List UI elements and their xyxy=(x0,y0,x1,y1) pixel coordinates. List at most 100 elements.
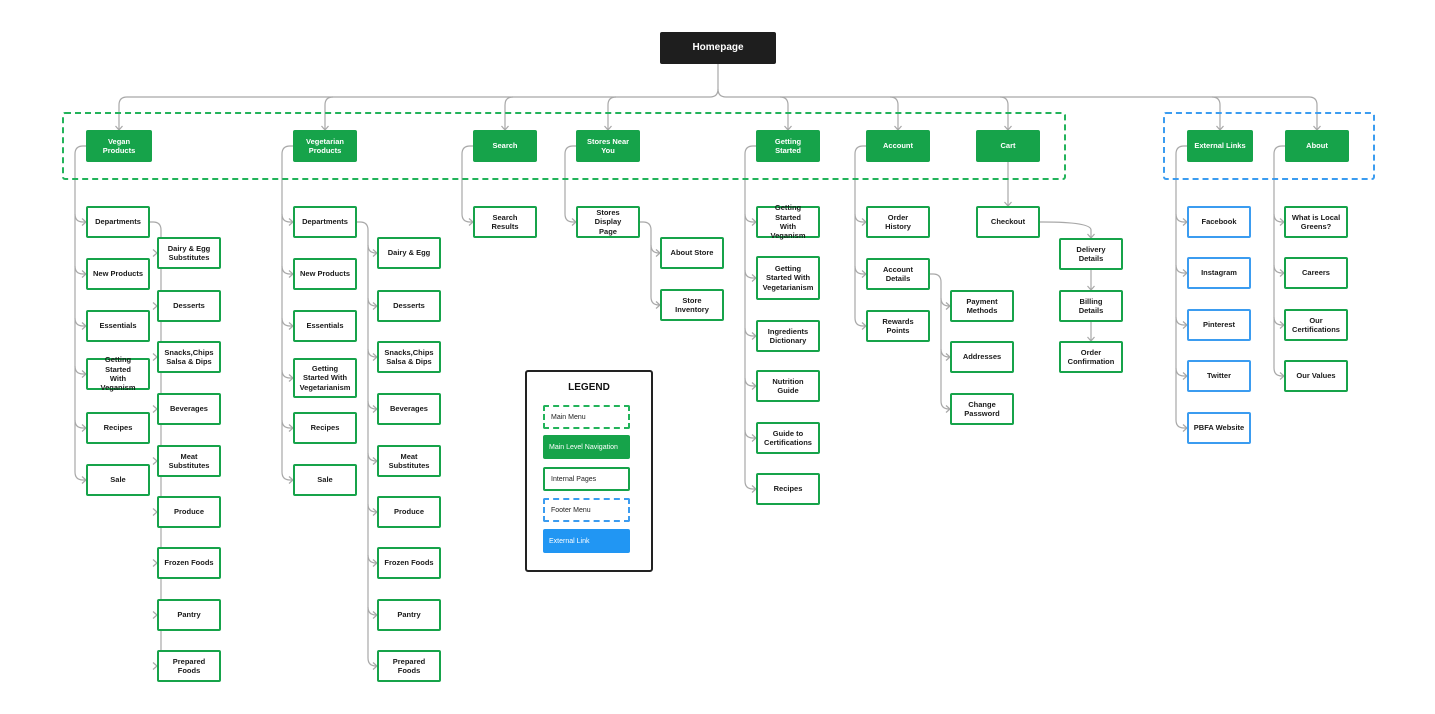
dept-snacks-chips-salsa-dips: Snacks,Chips Salsa & Dips xyxy=(157,341,221,373)
external-link-twitter: Twitter xyxy=(1187,360,1251,392)
connector-line xyxy=(367,554,377,564)
connector-line xyxy=(367,452,377,462)
dept-produce: Produce xyxy=(377,496,441,528)
connector-line xyxy=(357,221,369,658)
dept-pantry: Pantry xyxy=(377,599,441,631)
connector-line xyxy=(607,96,617,130)
connector-line xyxy=(854,145,866,318)
page-getting-started-with-veganism: Getting Started With Veganism xyxy=(86,355,150,392)
connector-line xyxy=(779,96,789,130)
dept-meat-substitutes: Meat Substitutes xyxy=(377,445,441,477)
connector-line xyxy=(744,213,756,223)
page-our-values: Our Values xyxy=(1284,360,1348,392)
connector-line xyxy=(744,145,756,481)
connector-line xyxy=(1040,221,1092,238)
page-stores-display: Stores Display Page xyxy=(576,206,640,238)
legend-item-main-navigation: Main Level Navigation xyxy=(543,435,630,459)
external-link-facebook: Facebook xyxy=(1187,206,1251,238)
legend-title: LEGEND xyxy=(568,382,610,393)
legend-item-footer-menu: Footer Menu xyxy=(543,498,630,522)
connector-line xyxy=(281,369,293,379)
connector-line xyxy=(150,221,162,658)
connector-line xyxy=(1273,367,1284,377)
page-change-password: Change Password xyxy=(950,393,1014,425)
page-recipes: Recipes xyxy=(756,473,820,505)
connector-line xyxy=(118,96,128,130)
dept-frozen-foods: Frozen Foods xyxy=(157,547,221,579)
page-getting-started-with-veganism: Getting Started With Veganism xyxy=(756,203,820,240)
dept-produce: Produce xyxy=(157,496,221,528)
dept-desserts: Desserts xyxy=(157,290,221,322)
page-our-certifications: Our Certifications xyxy=(1284,309,1348,341)
connector-line xyxy=(367,657,377,667)
dept-dairy-egg: Dairy & Egg xyxy=(377,237,441,269)
dept-desserts: Desserts xyxy=(377,290,441,322)
external-link-pbfa-website: PBFA Website xyxy=(1187,412,1251,444)
connector-line xyxy=(744,480,756,490)
dept-prepared-foods: Prepared Foods xyxy=(157,650,221,682)
dept-beverages: Beverages xyxy=(157,393,221,425)
page-new-products: New Products xyxy=(86,258,150,290)
connector-line xyxy=(367,606,377,616)
main-nav-search: Search xyxy=(473,130,537,162)
connector-line xyxy=(1273,213,1284,223)
page-essentials: Essentials xyxy=(293,310,357,342)
connector-line xyxy=(324,96,334,130)
connector-line xyxy=(1273,316,1284,326)
page-nutrition-guide: Nutrition Guide xyxy=(756,370,820,402)
connector-line xyxy=(940,400,950,410)
connector-line xyxy=(1175,419,1187,429)
connector-line xyxy=(854,265,866,275)
external-link-instagram: Instagram xyxy=(1187,257,1251,289)
connector-line xyxy=(74,419,86,429)
connector-line xyxy=(930,273,942,401)
connector-line xyxy=(367,297,377,307)
main-nav-about: About xyxy=(1285,130,1349,162)
page-sale: Sale xyxy=(293,464,357,496)
page-guide-to-certifications: Guide to Certifications xyxy=(756,422,820,454)
connector-line xyxy=(281,471,293,481)
page-careers: Careers xyxy=(1284,257,1348,289)
connector-line xyxy=(74,365,86,375)
main-nav-external-links: External Links xyxy=(1187,130,1253,162)
connector-line xyxy=(1175,264,1187,274)
connector-line xyxy=(889,96,899,130)
page-sale: Sale xyxy=(86,464,150,496)
main-nav-stores-near-you: Stores Near You xyxy=(576,130,640,162)
connector-line xyxy=(74,265,86,275)
connector-line xyxy=(281,145,293,472)
dept-pantry: Pantry xyxy=(157,599,221,631)
connector-line xyxy=(744,269,756,279)
connector-line xyxy=(650,296,660,306)
main-nav-vegan-products: Vegan Products xyxy=(86,130,152,162)
connector-line xyxy=(367,503,377,513)
connector-line xyxy=(940,297,950,307)
page-delivery-details: Delivery Details xyxy=(1059,238,1123,270)
page-new-products: New Products xyxy=(293,258,357,290)
connector-line xyxy=(999,96,1009,130)
connector-line xyxy=(1175,367,1187,377)
connector-line xyxy=(564,145,576,214)
connector-line xyxy=(367,244,377,254)
page-essentials: Essentials xyxy=(86,310,150,342)
page-store-inventory: Store Inventory xyxy=(660,289,724,321)
footer-menu-group xyxy=(1163,112,1375,180)
page-recipes: Recipes xyxy=(86,412,150,444)
legend: LEGEND Main Menu Main Level Navigation I… xyxy=(525,370,653,572)
page-rewards-points: Rewards Points xyxy=(866,310,930,342)
connector-line xyxy=(74,317,86,327)
page-account-details: Account Details xyxy=(866,258,930,290)
connector-line xyxy=(74,471,86,481)
connector-line xyxy=(640,221,652,297)
page-checkout: Checkout xyxy=(976,206,1040,238)
page-what-is-local-greens: What is Local Greens? xyxy=(1284,206,1348,238)
page-order-history: Order History xyxy=(866,206,930,238)
connector-line xyxy=(74,213,86,223)
homepage-node: Homepage xyxy=(660,32,776,64)
page-getting-started-with-vegetarianism: Getting Started With Vegetarianism xyxy=(756,256,820,300)
page-ingredients-dictionary: Ingredients Dictionary xyxy=(756,320,820,352)
connector-line xyxy=(461,213,473,223)
connector-line xyxy=(367,400,377,410)
external-link-pinterest: Pinterest xyxy=(1187,309,1251,341)
